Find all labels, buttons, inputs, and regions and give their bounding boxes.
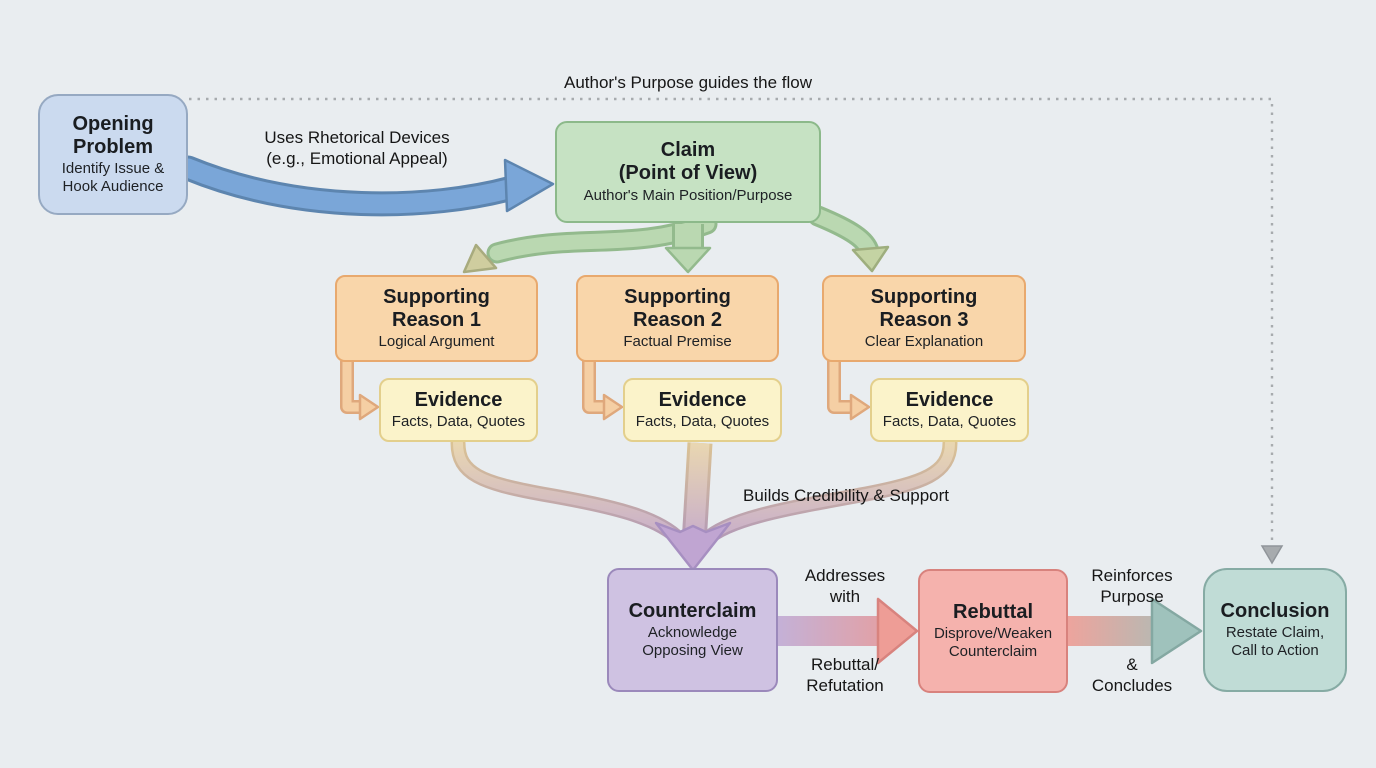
rebuttal-refutation-line1: Rebuttal/	[810, 655, 880, 674]
reason3-title-line2: Reason 3	[879, 308, 969, 331]
rebuttal-subtitle: Disprove/Weaken Counterclaim	[933, 625, 1053, 661]
counterclaim-title: Counterclaim	[628, 599, 757, 622]
evidence1-subtitle: Facts, Data, Quotes	[391, 413, 526, 431]
counterclaim-node: Counterclaim Acknowledge Opposing View	[607, 568, 778, 692]
evidence3-subtitle: Facts, Data, Quotes	[882, 413, 1017, 431]
reason3-to-evidence3-arrow	[827, 361, 871, 421]
opening-problem-subtitle: Identify Issue & Hook Audience	[61, 160, 165, 196]
addresses-line2: with	[829, 586, 861, 606]
claim-title-line1: Claim	[660, 139, 716, 162]
addresses-line1: Addresses	[804, 566, 886, 585]
reason1-title-line2: Reason 1	[392, 308, 481, 331]
reason2-to-evidence2-arrow	[582, 361, 624, 421]
concludes-line1: &	[1126, 655, 1138, 674]
addresses-with-label: Addresses with	[805, 566, 885, 607]
reason1-to-evidence1-arrow	[340, 361, 380, 421]
evidence2-title: Evidence	[658, 388, 747, 411]
rebuttal-title: Rebuttal	[953, 600, 1033, 623]
rhetorical-devices-label: Uses Rhetorical Devices (e.g., Emotional…	[264, 128, 449, 169]
counterclaim-subtitle: Acknowledge Opposing View	[642, 624, 743, 660]
reason1-title-line1: Supporting	[383, 285, 490, 308]
evidence-1-node: Evidence Facts, Data, Quotes	[379, 378, 538, 442]
supporting-reason-1-node: Supporting Reason 1 Logical Argument	[335, 275, 538, 362]
authors-purpose-label: Author's Purpose guides the flow	[563, 73, 813, 92]
claim-title-line2: (Point of View)	[618, 162, 758, 184]
claim-to-reason3-arrow	[807, 205, 890, 273]
supporting-reason-3-node: Supporting Reason 3 Clear Explanation	[822, 275, 1026, 362]
concludes-line2: Concludes	[1091, 675, 1173, 695]
conclusion-node: Conclusion Restate Claim, Call to Action	[1203, 568, 1347, 692]
opening-problem-node: Opening Problem Identify Issue & Hook Au…	[38, 94, 188, 215]
reinforces-purpose-label: Reinforces Purpose	[1091, 566, 1172, 607]
reason2-subtitle: Factual Premise	[623, 333, 732, 351]
claim-to-reason2-arrow	[664, 224, 712, 274]
claim-node: Claim (Point of View) Author's Main Posi…	[555, 121, 821, 223]
rebuttal-refutation-line2: Refutation	[806, 675, 884, 695]
evidence3-title: Evidence	[905, 388, 994, 411]
counterclaim-to-rebuttal-arrow	[778, 597, 919, 665]
conclusion-title: Conclusion	[1220, 599, 1330, 622]
reason1-subtitle: Logical Argument	[378, 333, 495, 351]
reason3-subtitle: Clear Explanation	[864, 333, 984, 351]
reinforces-line1: Reinforces	[1091, 566, 1173, 585]
reinforces-line2: Purpose	[1100, 586, 1164, 606]
authors-purpose-dotted-connector	[189, 97, 1284, 565]
conclusion-subtitle: Restate Claim, Call to Action	[1225, 624, 1325, 660]
opening-to-claim-arrow	[175, 155, 555, 217]
rhetorical-devices-line1: Uses Rhetorical Devices	[264, 128, 450, 147]
rhetorical-devices-line2: (e.g., Emotional Appeal)	[266, 148, 448, 168]
reason2-title-line2: Reason 2	[633, 308, 722, 331]
evidence-3-node: Evidence Facts, Data, Quotes	[870, 378, 1029, 442]
supporting-reason-2-node: Supporting Reason 2 Factual Premise	[576, 275, 779, 362]
builds-credibility-label: Builds Credibility & Support	[743, 486, 949, 505]
opening-problem-title: Opening Problem	[72, 112, 154, 158]
evidence2-subtitle: Facts, Data, Quotes	[635, 413, 770, 431]
rebuttal-node: Rebuttal Disprove/Weaken Counterclaim	[918, 569, 1068, 693]
rebuttal-to-conclusion-arrow	[1068, 597, 1203, 665]
rebuttal-refutation-label: Rebuttal/ Refutation	[806, 655, 884, 696]
evidence-2-node: Evidence Facts, Data, Quotes	[623, 378, 782, 442]
evidence1-title: Evidence	[414, 388, 503, 411]
claim-subtitle: Author's Main Position/Purpose	[583, 186, 793, 204]
reason2-title-line1: Supporting	[624, 285, 731, 308]
concludes-label: & Concludes	[1092, 655, 1172, 696]
reason3-title-line1: Supporting	[870, 285, 978, 308]
